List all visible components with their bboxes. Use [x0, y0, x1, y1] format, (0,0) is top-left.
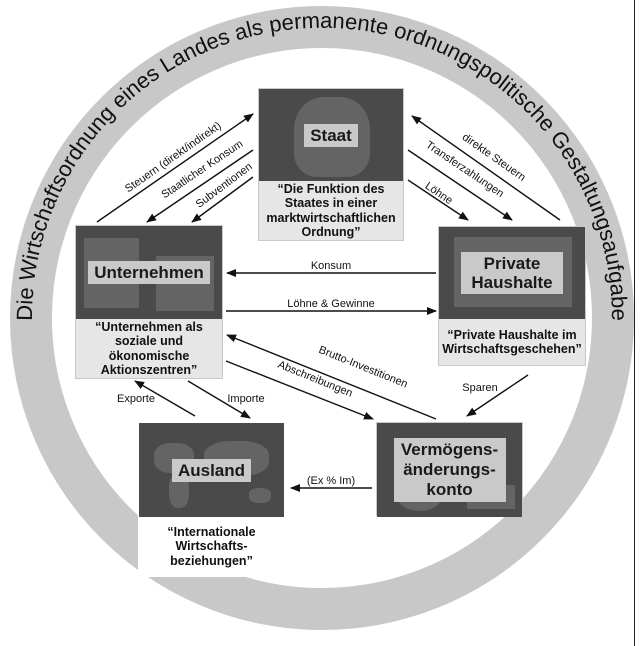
node-staat-caption: “Die Funktion des Staates in einer markt… — [266, 181, 396, 240]
node-staat: Staat “Die Funktion des Staates in einer… — [258, 88, 404, 241]
arrow-brutto-investitionen — [226, 334, 437, 420]
arrow-loehne — [407, 179, 469, 221]
node-haushalte-label: Private Haushalte — [461, 252, 563, 294]
arrow-sparen — [466, 374, 529, 417]
money-image: Vermögens-änderungs-konto — [377, 423, 522, 517]
node-staat-label: Staat — [304, 123, 358, 147]
arrow-abschreibungen — [225, 360, 374, 420]
factory-image: Unternehmen — [76, 226, 222, 319]
arrow-direkte-steuern — [411, 115, 561, 221]
node-ausland: Ausland “Internationale Wirtschafts-bezi… — [138, 422, 285, 577]
world-map-image: Ausland — [139, 423, 284, 517]
outer-ring — [10, 6, 634, 630]
arrow-subventionen — [191, 176, 254, 223]
node-unternehmen-label: Unternehmen — [88, 261, 210, 284]
node-haushalte-caption: “Private Haushalte im Wirtschaftsgescheh… — [442, 327, 582, 357]
node-vermoegen-label: Vermögens-änderungs-konto — [393, 438, 506, 502]
arrow-staatlicher-konsum — [146, 149, 254, 223]
arrow-importe — [187, 380, 251, 419]
node-ausland-label: Ausland — [171, 458, 252, 482]
arrow-transferzahlungen — [407, 149, 513, 221]
right-border-line — [634, 0, 635, 646]
eagle-image: Staat — [259, 89, 403, 181]
label-konsum: Konsum — [311, 260, 351, 272]
arrow-steuern — [96, 113, 254, 223]
label-exporte: Exporte — [117, 393, 155, 405]
node-unternehmen: Unternehmen “Unternehmen als soziale und… — [75, 225, 223, 379]
label-loehne-gewinne: Löhne & Gewinne — [287, 298, 374, 310]
node-unternehmen-caption: “Unternehmen als soziale und ökonomische… — [95, 319, 203, 378]
node-vermoegen: Vermögens-änderungs-konto — [376, 422, 523, 517]
label-importe: Importe — [227, 393, 264, 405]
label-ex-im: (Ex % Im) — [307, 475, 355, 487]
house-image: Private Haushalte — [439, 227, 585, 319]
node-haushalte: Private Haushalte “Private Haushalte im … — [438, 226, 586, 366]
arrow-exporte — [134, 380, 196, 417]
label-sparen: Sparen — [462, 382, 497, 394]
node-ausland-caption: “Internationale Wirtschafts-beziehungen” — [167, 524, 256, 568]
